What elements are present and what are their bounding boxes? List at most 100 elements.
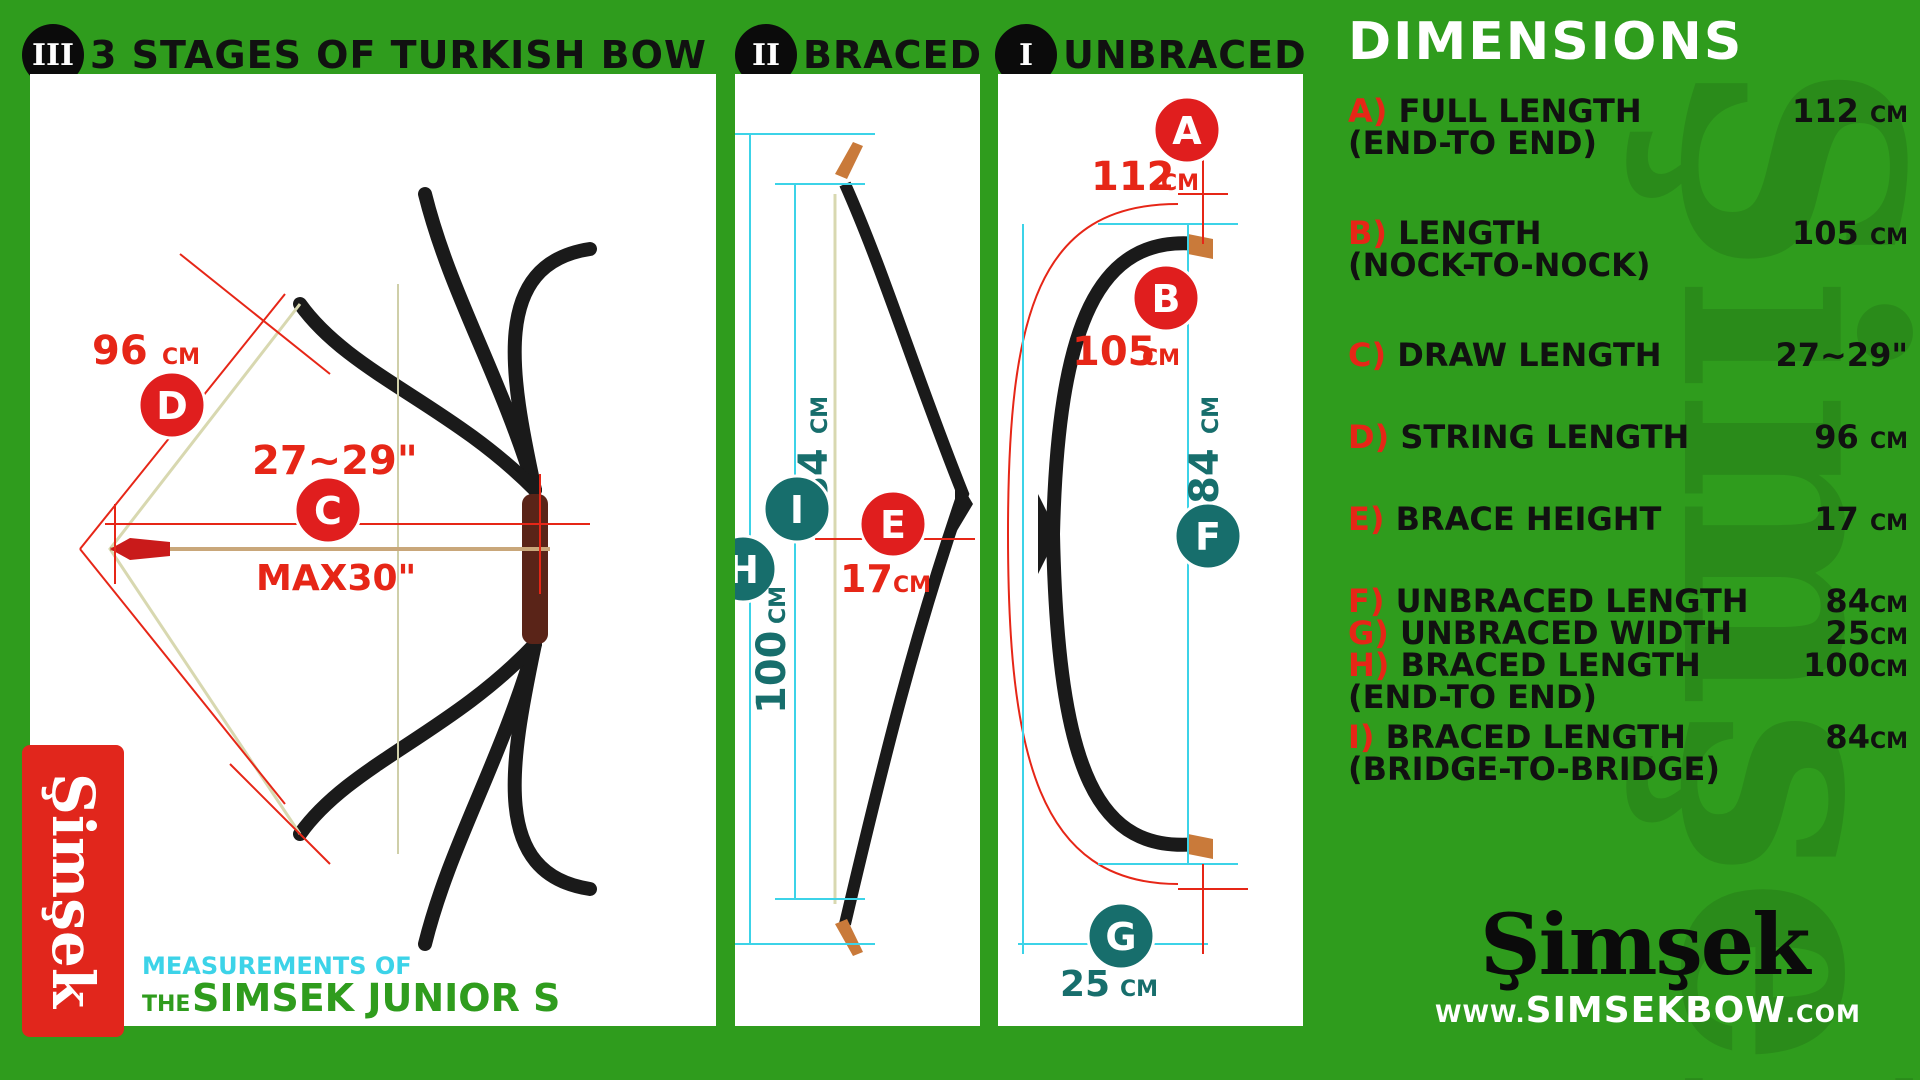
- dim-row-h: H) BRACED LENGTH 100CM: [1348, 646, 1908, 684]
- bridge-length-unit: CM: [808, 396, 833, 434]
- logo-watermark: Şimşek: [1614, 60, 1920, 1080]
- unbraced-bottom-nock: [1188, 834, 1213, 859]
- dim-value: 25: [1825, 614, 1870, 652]
- bow-limb-braced-bottom: [507, 637, 597, 896]
- unbraced-length-value: 84: [1182, 448, 1228, 504]
- bow-limb-drawn-top: [293, 297, 542, 497]
- dim-unit: CM: [1869, 103, 1908, 128]
- dim-unit: CM: [1869, 429, 1908, 454]
- simsek-logo-badge: Şimşek: [22, 745, 124, 1037]
- dim-label: UNBRACED WIDTH: [1400, 614, 1733, 652]
- unbraced-panel: A 112 CM B 105 CM 84 CM F G 25 CM: [998, 74, 1303, 1026]
- dim-letter: B): [1348, 214, 1388, 252]
- dim-label: UNBRACED LENGTH: [1395, 582, 1749, 620]
- dim-unit: CM: [1869, 225, 1908, 250]
- dimensions-title: DIMENSIONS: [1348, 12, 1744, 72]
- nock-length-unit: CM: [1142, 346, 1180, 371]
- simsek-logo: Şimşek: [1480, 895, 1810, 994]
- bow-limb-braced-top: [507, 242, 597, 497]
- dim-letter: F): [1348, 582, 1385, 620]
- braced-title: BRACED: [803, 33, 983, 77]
- dim-value: 105: [1792, 214, 1859, 252]
- logo-badge-text: Şimşek: [39, 773, 107, 1009]
- dim-row-e: E) BRACE HEIGHT 17 CM: [1348, 500, 1908, 538]
- brace-height-value: 17: [840, 557, 893, 601]
- dim-value: 84: [1825, 718, 1870, 756]
- dim-row-i: I) BRACED LENGTH 84CM: [1348, 718, 1908, 756]
- dim-value: 27~29": [1775, 336, 1908, 374]
- dim-letter: D): [1348, 418, 1390, 456]
- dim-label: BRACED LENGTH: [1400, 646, 1701, 684]
- max-draw-value: MAX30": [256, 558, 416, 599]
- dim-value: 112: [1792, 92, 1859, 130]
- url-prefix: WWW.: [1435, 1000, 1526, 1028]
- dim-letter: G): [1348, 614, 1389, 652]
- dim-label: STRING LENGTH: [1400, 418, 1690, 456]
- bow-grip: [522, 494, 548, 644]
- dim-row-a: A) FULL LENGTH 112 CM: [1348, 92, 1908, 130]
- dim-value: 17: [1814, 500, 1859, 538]
- stages-diagram: 96 CM D 27~29" C MAX30" MEASUREMENTS OF …: [79, 187, 597, 1020]
- dim-unit: CM: [1869, 729, 1908, 754]
- braced-panel: 84 CM I E 17 CM H 100 CM: [708, 74, 980, 1026]
- dim-row-f: F) UNBRACED LENGTH 84CM: [1348, 582, 1908, 620]
- marker-f-label: F: [1195, 515, 1221, 559]
- unbraced-header: I UNBRACED: [995, 24, 1307, 86]
- brace-height-unit: CM: [893, 573, 931, 598]
- dim-unit: CM: [1869, 625, 1908, 650]
- dim-unit: CM: [1869, 511, 1908, 536]
- caption-model: SIMSEK JUNIOR S: [192, 976, 560, 1020]
- braced-bottom-nock: [835, 919, 863, 956]
- marker-b: [1131, 263, 1201, 333]
- dim-letter: I): [1348, 718, 1375, 756]
- nock-length-value: 105: [1072, 329, 1156, 375]
- arrow-fletching: [110, 538, 170, 560]
- marker-h-label: H: [735, 548, 759, 592]
- full-length-outline: [1006, 203, 1179, 885]
- dim-letter: C): [1348, 336, 1387, 374]
- marker-d-label: D: [156, 384, 188, 428]
- full-length-unit: CM: [1161, 171, 1199, 196]
- stages-title: 3 STAGES OF TURKISH BOW: [90, 33, 707, 77]
- unbraced-top-nock: [1188, 234, 1213, 259]
- caption-line1: MEASUREMENTS OF: [142, 952, 412, 980]
- width-value: 25: [1060, 964, 1110, 1005]
- dim-unit: CM: [1869, 593, 1908, 618]
- marker-c-label: C: [314, 489, 342, 533]
- string-length-value: 96: [92, 328, 148, 374]
- marker-d: [137, 370, 207, 440]
- dim-letter: A): [1348, 92, 1388, 130]
- marker-i: [762, 474, 832, 544]
- website-url[interactable]: WWW.SIMSEKBOW.COM: [1435, 990, 1861, 1031]
- stages-header: III 3 STAGES OF TURKISH BOW: [22, 24, 707, 86]
- dimensions-list: DIMENSIONS A) FULL LENGTH 112 CM (END-TO…: [1348, 12, 1908, 1072]
- marker-g: [1086, 901, 1156, 971]
- dim-label: BRACE HEIGHT: [1395, 500, 1662, 538]
- dim-letter: E): [1348, 500, 1385, 538]
- marker-e: [858, 489, 928, 559]
- dim-label: FULL LENGTH: [1398, 92, 1642, 130]
- end-length-unit: CM: [766, 586, 791, 624]
- dim-value: 96: [1814, 418, 1859, 456]
- dim-unit: CM: [1869, 657, 1908, 682]
- unbraced-length-unit: CM: [1199, 396, 1224, 434]
- dim-sub: (END-TO END): [1348, 124, 1597, 162]
- braced-diagram: 84 CM I E 17 CM H 100 CM: [708, 133, 975, 956]
- dim-row-g: G) UNBRACED WIDTH 25CM: [1348, 614, 1908, 652]
- dim-label: BRACED LENGTH: [1385, 718, 1686, 756]
- dim-letter: H): [1348, 646, 1390, 684]
- dim-row-c: C) DRAW LENGTH 27~29": [1348, 336, 1908, 374]
- marker-a-label: A: [1172, 109, 1202, 153]
- marker-b-label: B: [1152, 277, 1181, 321]
- end-length-value: 100: [749, 631, 795, 715]
- marker-e-label: E: [880, 503, 906, 547]
- marker-a: [1152, 95, 1222, 165]
- dim-sub: (BRIDGE-TO-BRIDGE): [1348, 750, 1720, 788]
- dim-value: 100: [1803, 646, 1870, 684]
- dim-label: DRAW LENGTH: [1397, 336, 1662, 374]
- url-suffix: .COM: [1785, 1000, 1861, 1028]
- marker-f: [1173, 501, 1243, 571]
- url-name: SIMSEKBOW: [1525, 990, 1786, 1031]
- unbraced-title: UNBRACED: [1063, 33, 1307, 77]
